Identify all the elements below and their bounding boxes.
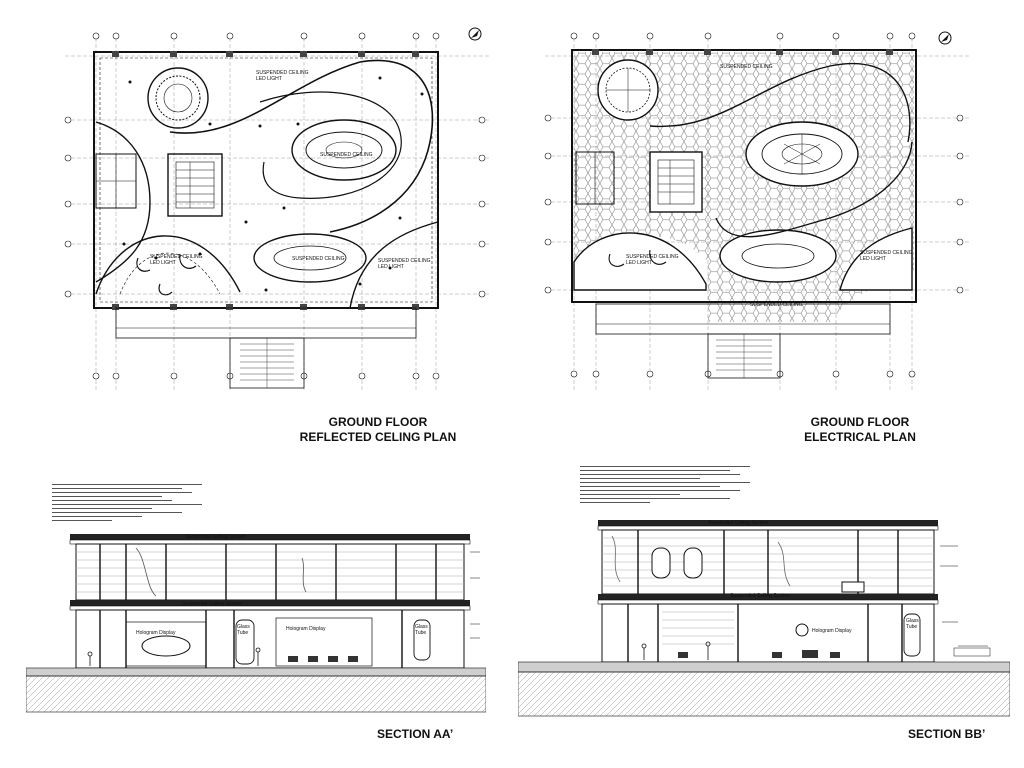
section-aa-caption: SECTION AA’ [377,727,454,741]
electrical-title-line2: ELECTRICAL PLAN [804,430,916,444]
svg-text:Tube: Tube [415,630,426,636]
svg-text:LED LIGHT: LED LIGHT [256,76,282,82]
svg-text:LED LIGHT: LED LIGHT [626,260,652,266]
svg-text:LED LIGHT: LED LIGHT [860,256,886,262]
svg-text:Glass: Glass [906,618,919,624]
svg-text:SUSPENDED CEILING: SUSPENDED CEILING [256,70,309,76]
svg-text:Tube: Tube [237,630,248,636]
svg-text:SUSPENDED CEILING: SUSPENDED CEILING [626,254,679,260]
svg-text:Suspended Ceiling System: Suspended Ceiling System [730,593,790,599]
rcp-title-line2: REFLECTED CELING PLAN [299,430,457,444]
section-aa-notes [52,484,202,521]
svg-text:SUSPENDED CEILING: SUSPENDED CEILING [150,254,203,260]
svg-text:Glass: Glass [415,624,428,630]
svg-text:SUSPENDED CEILING: SUSPENDED CEILING [320,152,373,158]
svg-text:Suspended Ceiling System: Suspended Ceiling System [708,520,768,526]
svg-text:Glass: Glass [237,624,250,630]
north-arrow-icon [938,31,952,45]
electrical-caption: GROUND FLOOR ELECTRICAL PLAN [750,415,970,445]
svg-text:SUSPENDED CEILING: SUSPENDED CEILING [860,250,913,256]
svg-text:LED LIGHT: LED LIGHT [150,260,176,266]
svg-text:SUSPENDED CEILING: SUSPENDED CEILING [378,258,431,264]
svg-text:SUSPENDED CEILING: SUSPENDED CEILING [750,302,803,308]
section-aa-drawing: Suspended Ceiling System Suspended Ceili… [26,478,486,720]
svg-text:LED LIGHT: LED LIGHT [378,264,404,270]
svg-text:Hologram Display: Hologram Display [812,628,852,634]
svg-text:Suspended Ceiling System: Suspended Ceiling System [186,534,246,540]
north-arrow-icon [468,27,482,41]
svg-text:SUSPENDED CEILING: SUSPENDED CEILING [720,64,773,70]
svg-text:Hologram Display: Hologram Display [136,630,176,636]
section-bb-svg: Suspended Ceiling System Suspended Ceili… [518,466,1010,717]
section-bb-notes [580,466,750,503]
svg-text:SUSPENDED CEILING: SUSPENDED CEILING [292,256,345,262]
svg-text:Hologram Display: Hologram Display [286,626,326,632]
section-bb-drawing: Suspended Ceiling System Suspended Ceili… [518,462,1010,720]
section-aa-svg: Suspended Ceiling System Suspended Ceili… [26,484,486,713]
rcp-caption: GROUND FLOOR REFLECTED CELING PLAN [268,415,488,445]
section-bb-caption: SECTION BB’ [908,727,986,741]
rcp-title-line1: GROUND FLOOR [328,415,428,429]
svg-text:Suspended Ceiling System: Suspended Ceiling System [182,601,242,607]
electrical-title-line1: GROUND FLOOR [810,415,910,429]
svg-text:Tube: Tube [906,624,917,630]
